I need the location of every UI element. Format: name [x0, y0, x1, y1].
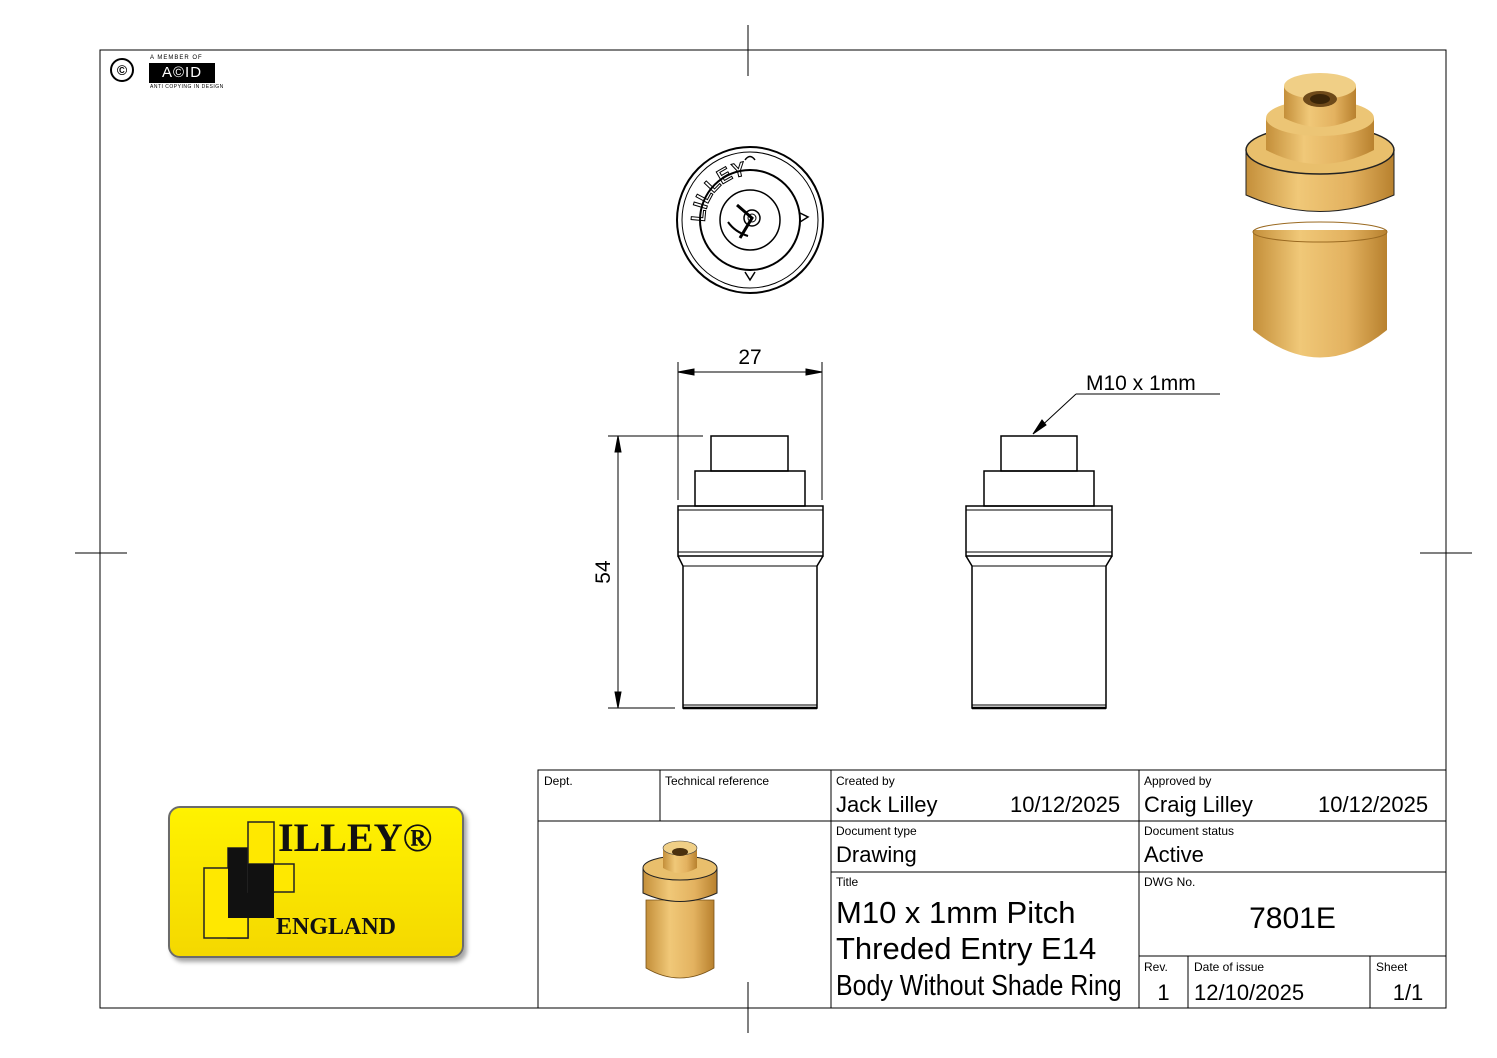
part-thumbnail [642, 840, 718, 979]
rev-label: Rev. [1144, 960, 1168, 974]
acid-logo: A©ID [149, 63, 215, 83]
logo-name: ILLEY® [278, 815, 433, 860]
rev-value: 1 [1157, 980, 1170, 1005]
doc-status-label: Document status [1144, 824, 1235, 838]
approved-by-name: Craig Lilley [1144, 792, 1253, 817]
doc-type-label: Document type [836, 824, 917, 838]
date-of-issue-label: Date of issue [1194, 960, 1265, 974]
sheet-label: Sheet [1376, 960, 1408, 974]
approved-by-date: 10/12/2025 [1318, 792, 1429, 817]
dwg-no-value: 7801E [1249, 902, 1336, 935]
created-by-label: Created by [836, 774, 895, 788]
logo-l-mark [203, 821, 295, 939]
tech-ref-label: Technical reference [665, 774, 770, 788]
dept-label: Dept. [544, 774, 573, 788]
isometric-render [1245, 73, 1395, 358]
dwg-no-label: DWG No. [1144, 875, 1196, 889]
lilley-logo: ILLEY® ENGLAND [168, 806, 464, 958]
date-of-issue-value: 12/10/2025 [1194, 980, 1305, 1005]
acid-member-text: A MEMBER OF [150, 55, 203, 61]
doc-type-value: Drawing [836, 842, 917, 867]
title-block-grid [537, 769, 1447, 1009]
approved-by-label: Approved by [1144, 774, 1212, 788]
end-view-logo-text: LILLEY [688, 158, 749, 222]
sheet-value: 1/1 [1392, 980, 1424, 1005]
width-dimension [677, 362, 823, 500]
title-label: Title [836, 875, 859, 889]
doc-status-value: Active [1144, 842, 1204, 867]
thread-callout-text: M10 x 1mm [1086, 372, 1196, 395]
created-by-name: Jack Lilley [836, 792, 938, 817]
title-line-1: M10 x 1mm Pitch [836, 895, 1076, 930]
width-dimension-text: 27 [738, 346, 761, 369]
copyright-icon: © [110, 58, 134, 82]
end-view [676, 146, 824, 294]
front-view [677, 435, 824, 710]
side-view [965, 435, 1113, 710]
height-dimension-text: 54 [592, 560, 615, 584]
acid-tagline: ANTI COPYING IN DESIGN [150, 84, 224, 90]
thread-callout-leader [1032, 393, 1220, 435]
title-line-3: Body Without Shade Ring [836, 970, 1122, 1002]
logo-country: ENGLAND [276, 914, 397, 940]
centering-marks [75, 25, 1472, 1033]
height-dimension [608, 435, 703, 709]
created-by-date: 10/12/2025 [1010, 792, 1121, 817]
title-line-2: Threded Entry E14 [836, 931, 1097, 966]
